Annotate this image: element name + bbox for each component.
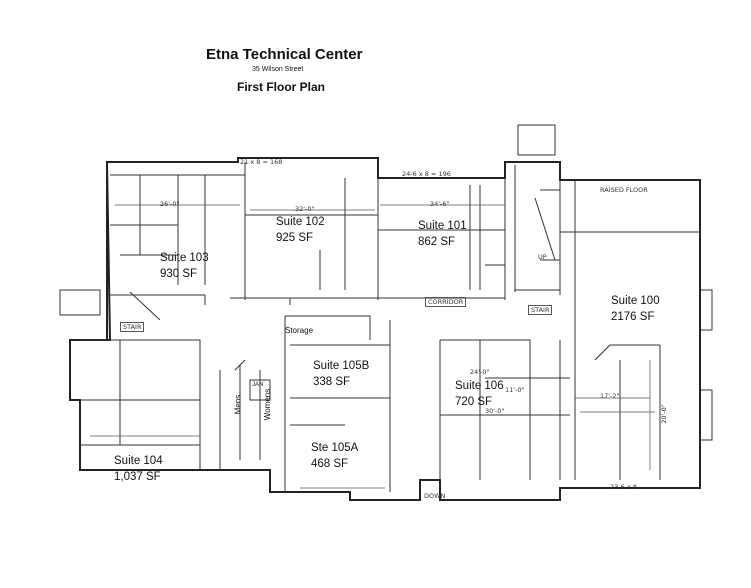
suite-105b-label: Suite 105B 338 SF xyxy=(313,358,369,390)
suite-102-label: Suite 102 925 SF xyxy=(276,214,325,246)
suite-name: Suite 105B xyxy=(313,360,370,372)
dimension-label: 11'-0" xyxy=(505,386,525,394)
down-label: DOWN xyxy=(424,492,446,500)
stair-west-label: STAIR xyxy=(120,322,145,332)
suite-104-label: Suite 104 1,037 SF xyxy=(114,453,163,485)
corridor-label: CORRIDOR xyxy=(425,297,467,307)
janitor-label: JAN xyxy=(252,382,264,388)
suite-105a-label: Ste 105A 468 SF xyxy=(311,440,358,472)
dimension-label: 21 x 8 = 168 xyxy=(240,158,283,166)
dimension-label: 26'-0" xyxy=(160,200,180,208)
dimension-label: 23-6 x 8 xyxy=(610,483,637,491)
womens-label: Womens xyxy=(263,388,273,421)
dimension-label: 32'-0" xyxy=(295,205,315,213)
stair-east-label: STAIR xyxy=(528,305,553,315)
dimension-label: 34'-6" xyxy=(430,200,450,208)
suite-name: Suite 102 xyxy=(276,216,325,228)
suite-area: 338 SF xyxy=(313,376,351,388)
dimension-label: 17'-2" xyxy=(600,392,620,400)
suite-area: 468 SF xyxy=(311,458,349,470)
storage-label: Storage xyxy=(285,326,314,335)
floor-plan-subtitle: First Floor Plan xyxy=(237,80,326,94)
suite-106-label: Suite 106 720 SF xyxy=(455,378,504,410)
walls xyxy=(59,124,713,501)
suite-101-label: Suite 101 862 SF xyxy=(418,218,467,250)
dimension-label: 20'-0" xyxy=(659,404,668,424)
mens-label: Mens xyxy=(233,394,243,415)
address: 35 Wilson Street xyxy=(252,66,304,73)
suite-100-label: Suite 100 2176 SF xyxy=(611,293,660,325)
dimension-label: 30'-0" xyxy=(485,407,505,415)
suite-name: Suite 103 xyxy=(160,252,209,264)
suite-area: 720 SF xyxy=(455,396,493,408)
dimension-label: 24-6 x 8 = 196 xyxy=(402,170,451,178)
suite-name: Suite 106 xyxy=(455,380,504,392)
suite-name: Suite 101 xyxy=(418,220,467,232)
suite-area: 930 SF xyxy=(160,268,198,280)
suite-area: 2176 SF xyxy=(611,311,655,323)
raised-floor-label: RAISED FLOOR xyxy=(600,186,648,194)
suite-name: Suite 100 xyxy=(611,295,660,307)
up-label: UP xyxy=(538,253,547,261)
dimension-label: 24'-0" xyxy=(470,368,490,376)
suite-area: 1,037 SF xyxy=(114,471,161,483)
suite-name: Ste 105A xyxy=(311,442,359,454)
dimension-lines xyxy=(90,204,655,489)
suite-103-label: Suite 103 930 SF xyxy=(160,250,209,282)
suite-area: 925 SF xyxy=(276,232,314,244)
suite-name: Suite 104 xyxy=(114,455,163,467)
page-title: Etna Technical Center xyxy=(206,46,363,63)
suite-area: 862 SF xyxy=(418,236,456,248)
